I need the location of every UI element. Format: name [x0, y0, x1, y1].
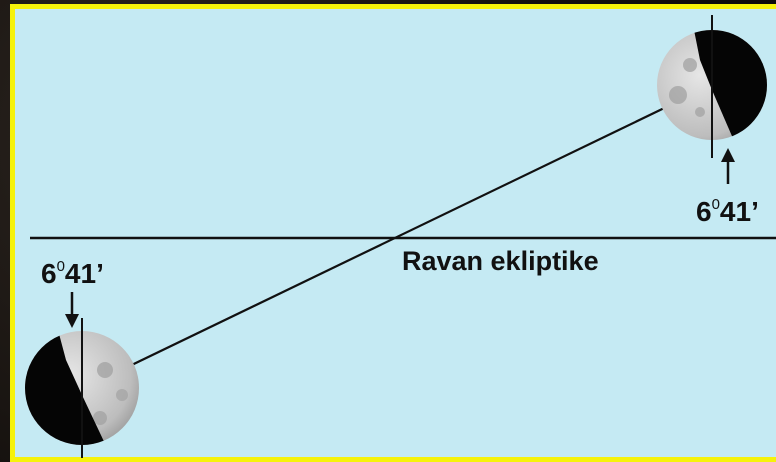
angle-upper-minutes: 41’ — [719, 196, 759, 227]
angle-label-upper: 6041’ — [696, 197, 759, 226]
angle-lower-degrees: 6 — [41, 258, 57, 289]
angle-label-lower: 6041’ — [41, 259, 104, 288]
angle-upper-degrees: 6 — [696, 196, 712, 227]
ecliptic-plane-label: Ravan ekliptike — [402, 246, 599, 276]
angle-upper-degree-sign: 0 — [711, 196, 720, 213]
angle-lower-degree-sign: 0 — [56, 258, 65, 275]
angle-lower-minutes: 41’ — [64, 258, 104, 289]
orbit-line — [83, 84, 713, 389]
arrow-up-icon — [721, 148, 735, 184]
arrow-down-icon — [65, 292, 79, 328]
